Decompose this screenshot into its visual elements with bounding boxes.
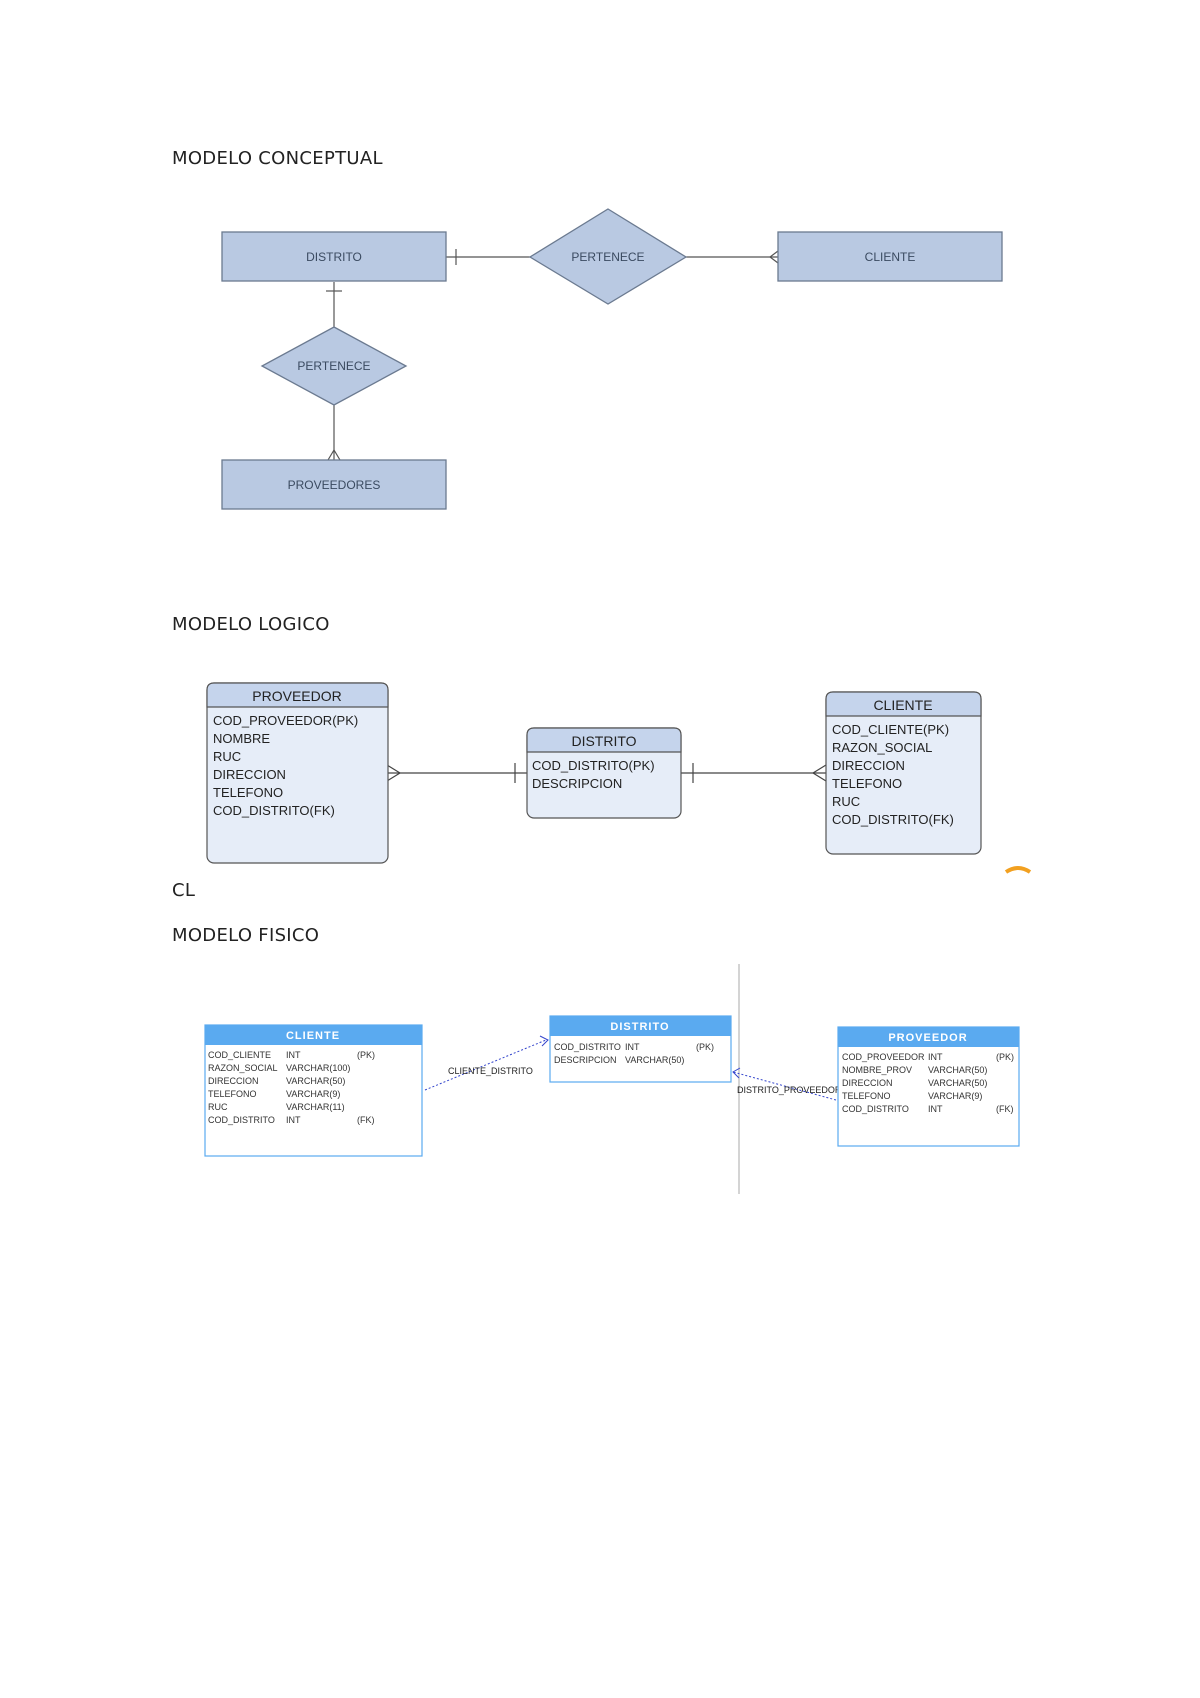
table-cliente-header [825, 691, 982, 717]
cell: TELEFONO [208, 1089, 257, 1099]
phys-table-cliente [204, 1024, 423, 1157]
relationship-pertenece-top [528, 208, 688, 305]
cell: (PK) [996, 1052, 1014, 1062]
table-proveedor-title: PROVEEDOR [252, 688, 341, 704]
many-marker [769, 250, 779, 264]
conceptual-model: DISTRITO PERTENECE CLIENTE PERTENECE PRO… [221, 208, 1003, 510]
attr: COD_PROVEEDOR(PK) [213, 713, 358, 728]
logical-model: PROVEEDOR COD_PROVEEDOR(PK) NOMBRE RUC D… [206, 682, 1032, 874]
entity-cliente [777, 231, 1003, 282]
cell: VARCHAR(100) [286, 1063, 350, 1073]
cell: RUC [208, 1102, 228, 1112]
section-title-physical: MODELO FISICO [172, 925, 320, 946]
phys-proveedor-rows: COD_PROVEEDOR INT (PK) NOMBRE_PROV VARCH… [842, 1052, 1014, 1114]
cell: INT [928, 1104, 943, 1114]
cell: INT [625, 1042, 640, 1052]
cell: INT [286, 1050, 301, 1060]
cell: VARCHAR(50) [286, 1076, 345, 1086]
table-distrito-title: DISTRITO [571, 733, 636, 749]
cell: VARCHAR(9) [928, 1091, 982, 1101]
cell: VARCHAR(11) [286, 1102, 345, 1112]
cell: (FK) [996, 1104, 1014, 1114]
cell: DESCRIPCION [554, 1055, 617, 1065]
cell: VARCHAR(50) [928, 1065, 987, 1075]
cell: VARCHAR(50) [928, 1078, 987, 1088]
phys-table-cliente-header [205, 1025, 422, 1045]
relationship-pertenece-left-label: PERTENECE [297, 359, 370, 373]
cell: COD_CLIENTE [208, 1050, 271, 1060]
entity-cliente-label: CLIENTE [865, 250, 916, 264]
attr: COD_DISTRITO(PK) [532, 758, 655, 773]
attr: NOMBRE [213, 731, 270, 746]
entity-proveedores-label: PROVEEDORES [288, 478, 381, 492]
rel-cliente-distrito-label: CLIENTE_DISTRITO [448, 1066, 533, 1076]
phys-distrito-rows: COD_DISTRITO INT (PK) DESCRIPCION VARCHA… [554, 1042, 714, 1065]
phys-table-distrito-header [550, 1016, 731, 1036]
section-title-conceptual: MODELO CONCEPTUAL [172, 148, 383, 169]
attr: DIRECCION [213, 767, 286, 782]
entity-distrito [221, 231, 447, 282]
cell: COD_DISTRITO [842, 1104, 909, 1114]
arrow-marker [539, 1035, 549, 1047]
attr: TELEFONO [832, 776, 902, 791]
stray-text: CL [172, 880, 196, 901]
cell: VARCHAR(50) [625, 1055, 684, 1065]
cell: VARCHAR(9) [286, 1089, 340, 1099]
entity-proveedores [221, 459, 447, 510]
attr: RUC [832, 794, 860, 809]
cell: COD_DISTRITO [208, 1115, 275, 1125]
phys-cliente-rows: COD_CLIENTE INT (PK) RAZON_SOCIAL VARCHA… [208, 1050, 375, 1125]
relationship-pertenece-top-label: PERTENECE [571, 250, 644, 264]
attr: COD_DISTRITO(FK) [213, 803, 335, 818]
phys-table-proveedor-header [838, 1027, 1019, 1047]
entity-distrito-label: DISTRITO [306, 250, 362, 264]
attr: RUC [213, 749, 241, 764]
table-distrito-header [526, 727, 682, 753]
attr: DESCRIPCION [532, 776, 622, 791]
attr: COD_CLIENTE(PK) [832, 722, 949, 737]
many-marker [811, 764, 827, 782]
attr: TELEFONO [213, 785, 283, 800]
cell: DIRECCION [208, 1076, 259, 1086]
cell: COD_DISTRITO [554, 1042, 621, 1052]
table-proveedor-header [206, 682, 389, 708]
attr: DIRECCION [832, 758, 905, 773]
cell: COD_PROVEEDOR [842, 1052, 925, 1062]
section-title-logical: MODELO LOGICO [172, 614, 330, 635]
cell: NOMBRE_PROV [842, 1065, 912, 1075]
attr: COD_DISTRITO(FK) [832, 812, 954, 827]
rel-cliente-distrito [424, 1039, 547, 1091]
table-cliente-title: CLIENTE [873, 697, 932, 713]
arrow-marker [732, 1067, 741, 1079]
relationship-pertenece-left [260, 326, 408, 406]
cell: INT [928, 1052, 943, 1062]
cell: (FK) [357, 1115, 375, 1125]
cell: DIRECCION [842, 1078, 893, 1088]
many-marker [327, 448, 341, 461]
phys-table-distrito-title: DISTRITO [610, 1021, 669, 1033]
cell: (PK) [357, 1050, 375, 1060]
physical-model: CLIENTE_DISTRITO DISTRITO_PROVEEDOR CLIE… [204, 964, 1020, 1194]
cell: TELEFONO [842, 1091, 891, 1101]
cell: RAZON_SOCIAL [208, 1063, 278, 1073]
phys-table-cliente-title: CLIENTE [286, 1030, 340, 1042]
cell: (PK) [696, 1042, 714, 1052]
phys-table-proveedor-title: PROVEEDOR [888, 1032, 967, 1044]
rel-distrito-proveedor-label: DISTRITO_PROVEEDOR [737, 1085, 842, 1095]
attr: RAZON_SOCIAL [832, 740, 932, 755]
decorative-mark [1004, 866, 1032, 874]
rel-distrito-proveedor [732, 1071, 837, 1101]
many-marker [386, 764, 402, 782]
cell: INT [286, 1115, 301, 1125]
